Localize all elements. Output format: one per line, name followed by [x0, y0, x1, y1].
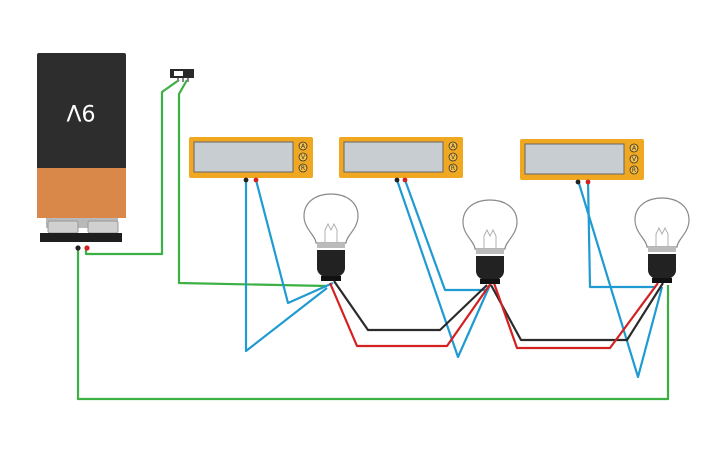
light-bulb-icon [462, 199, 518, 284]
light-bulb-icon [303, 193, 359, 281]
multimeter-button-r[interactable] [448, 163, 458, 173]
wire-red-bulb2-bulb3[interactable] [492, 282, 659, 350]
battery-connector-bar [40, 233, 122, 242]
wire-blue-mm2-a[interactable] [395, 179, 492, 359]
multimeter-button-a-label: A [632, 145, 637, 152]
wire-red-bulb1-bulb2[interactable] [328, 282, 492, 348]
multimeter-button-v[interactable] [448, 152, 458, 162]
battery-terminal-left [47, 220, 79, 234]
battery-lead-negative[interactable] [75, 245, 81, 251]
multimeter-button-a[interactable] [629, 143, 639, 153]
multimeter-button-v[interactable] [298, 152, 308, 162]
multimeter-lead-pos[interactable] [585, 179, 591, 185]
battery-body-top [37, 53, 126, 170]
multimeter-screen [524, 143, 625, 175]
wire-black-bulb2-bulb3[interactable] [490, 282, 664, 342]
wire-blue-mm1-b[interactable] [254, 179, 334, 305]
battery-terminal-base [46, 218, 118, 228]
light-bulb-3[interactable] [634, 197, 690, 283]
multimeter-button-v[interactable] [629, 154, 639, 164]
battery-label: 9V [66, 99, 95, 124]
light-bulb-1[interactable] [303, 193, 359, 281]
multimeter-screen [343, 141, 444, 173]
multimeter-button-r-label: R [451, 165, 455, 172]
multimeter-2[interactable]: A V R [339, 137, 463, 183]
multimeter-screen [193, 141, 294, 173]
wire-green-return[interactable] [76, 248, 670, 401]
wire-black-bulb1-bulb2[interactable] [333, 280, 488, 332]
wire-green-battery-switch[interactable] [84, 79, 180, 256]
multimeter-lead-com[interactable] [243, 177, 249, 183]
wire-blue-mm1-a[interactable] [244, 180, 328, 353]
multimeter-button-v-label: V [632, 156, 637, 163]
multimeter-button-a[interactable] [298, 141, 308, 151]
multimeter-lead-pos[interactable] [253, 177, 259, 183]
multimeter-button-r-label: R [632, 167, 636, 174]
multimeter-button-a[interactable] [448, 141, 458, 151]
light-bulb-2[interactable] [462, 199, 518, 284]
wires [76, 79, 670, 401]
multimeter-button-a-label: A [451, 143, 456, 150]
battery-terminal-right [87, 220, 119, 234]
slide-switch-icon[interactable] [170, 69, 194, 82]
multimeter-button-r-label: R [301, 165, 305, 172]
multimeter-button-v-label: V [451, 154, 456, 161]
multimeter-3[interactable]: A V R [520, 139, 644, 185]
battery-lead-positive[interactable] [84, 245, 90, 251]
multimeter-lead-pos[interactable] [402, 177, 408, 183]
multimeter-lead-com[interactable] [394, 177, 400, 183]
battery-9v[interactable]: 9V [37, 53, 126, 251]
multimeter-button-a-label: A [301, 143, 306, 150]
wire-blue-mm3-b[interactable] [586, 179, 656, 289]
light-bulb-icon [634, 197, 690, 283]
multimeter-button-r[interactable] [629, 165, 639, 175]
battery-body-bottom [37, 168, 126, 218]
wire-blue-mm2-b[interactable] [403, 179, 486, 292]
multimeter-button-r[interactable] [298, 163, 308, 173]
multimeter-button-v-label: V [301, 154, 306, 161]
wire-green-switch-bulb1[interactable] [177, 79, 328, 288]
wire-blue-mm3-a[interactable] [576, 179, 664, 379]
multimeter-1[interactable]: A V R [189, 137, 313, 183]
multimeter-lead-com[interactable] [575, 179, 581, 185]
